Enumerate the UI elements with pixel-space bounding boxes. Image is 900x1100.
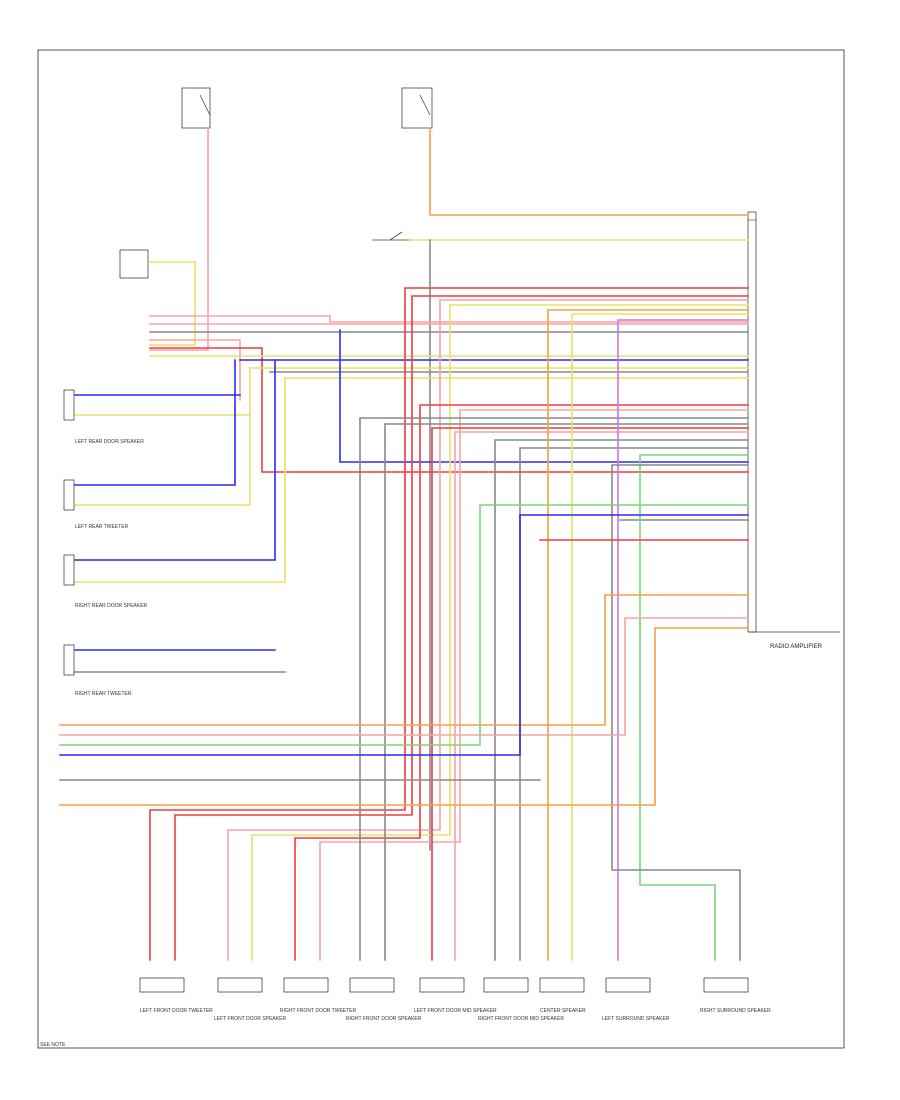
power-block-right (401, 87, 433, 129)
amplifier-connector (747, 211, 840, 633)
relay-left (119, 249, 149, 279)
label-left-rear-door: LEFT REAR DOOR SPEAKER (75, 439, 144, 445)
label-right-rear-door: RIGHT REAR DOOR SPEAKER (75, 603, 148, 609)
bottom-speaker-label: RIGHT FRONT DOOR TWEETER (280, 1008, 357, 1014)
label-left-rear-tweeter: LEFT REAR TWEETER (75, 524, 129, 530)
bottom-speaker-label: LEFT FRONT DOOR SPEAKER (214, 1016, 286, 1022)
bottom-speaker-label: LEFT FRONT DOOR MID SPEAKER (414, 1008, 497, 1014)
bottom-speakers (139, 977, 749, 993)
switch-center (372, 231, 410, 241)
wires (59, 127, 749, 961)
amp-title: RADIO AMPLIFIER (770, 644, 823, 650)
rear-speaker-2 (63, 479, 75, 511)
diagram-frame (37, 49, 845, 1049)
bottom-speaker-label: LEFT FRONT DOOR TWEETER (140, 1008, 213, 1014)
footer-note: SEE NOTE (40, 1042, 66, 1048)
label-right-rear-tweeter: RIGHT REAR TWEETER (75, 691, 132, 697)
bottom-speaker-label: RIGHT SURROUND SPEAKER (700, 1008, 771, 1014)
rear-speaker-3 (63, 554, 75, 586)
bottom-speaker-label: RIGHT FRONT DOOR MID SPEAKER (478, 1016, 564, 1022)
bottom-speaker-label: CENTER SPEAKER (540, 1008, 586, 1014)
rear-speaker-4 (63, 644, 75, 676)
bottom-speaker-label: RIGHT FRONT DOOR SPEAKER (346, 1016, 422, 1022)
bottom-speaker-label: LEFT SURROUND SPEAKER (602, 1016, 670, 1022)
power-block-left (181, 87, 211, 129)
rear-speaker-1 (63, 389, 75, 421)
